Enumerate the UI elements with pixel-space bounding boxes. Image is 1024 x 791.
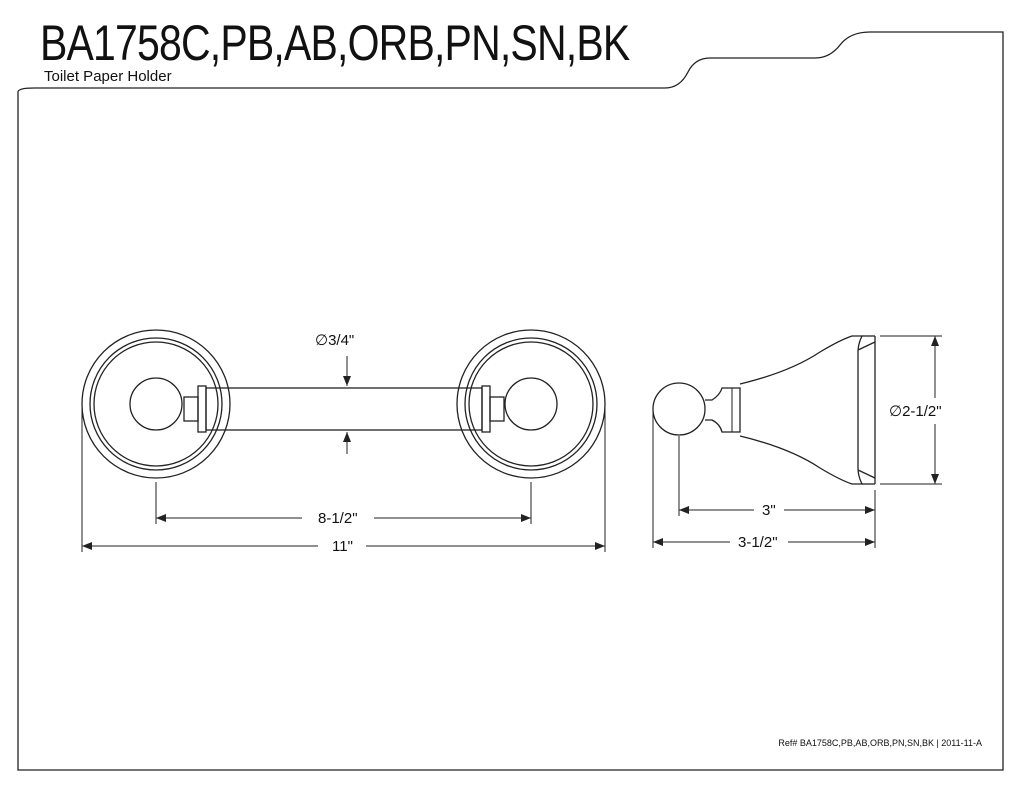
side-profile [652,335,876,485]
projection-dimension [678,436,876,516]
overall-length-label: 11" [332,538,353,555]
left-rosette [81,329,231,479]
projection-label: 3" [762,502,776,519]
reference-code: Ref# BA1758C,PB,AB,ORB,PN,SN,BK | 2011-1… [778,738,982,748]
model-title: BA1758C,PB,AB,ORB,PN,SN,BK [40,15,630,71]
overall-projection-label: 3-1/2" [738,534,778,551]
overall-length-dimension [81,404,606,552]
overall-projection-dimension [652,412,876,548]
product-subtitle: Toilet Paper Holder [44,68,172,85]
base-diameter-dimension [880,335,942,485]
right-rosette [456,329,606,479]
rod-diameter-label: ∅3/4" [315,332,355,349]
base-diameter-label: ∅2-1/2" [889,403,942,420]
rod-diameter-dimension [343,356,351,454]
center-span-dimension [155,482,532,524]
sheet-border [17,31,1004,771]
center-span-label: 8-1/2" [318,510,358,527]
paper-rod [183,385,505,433]
